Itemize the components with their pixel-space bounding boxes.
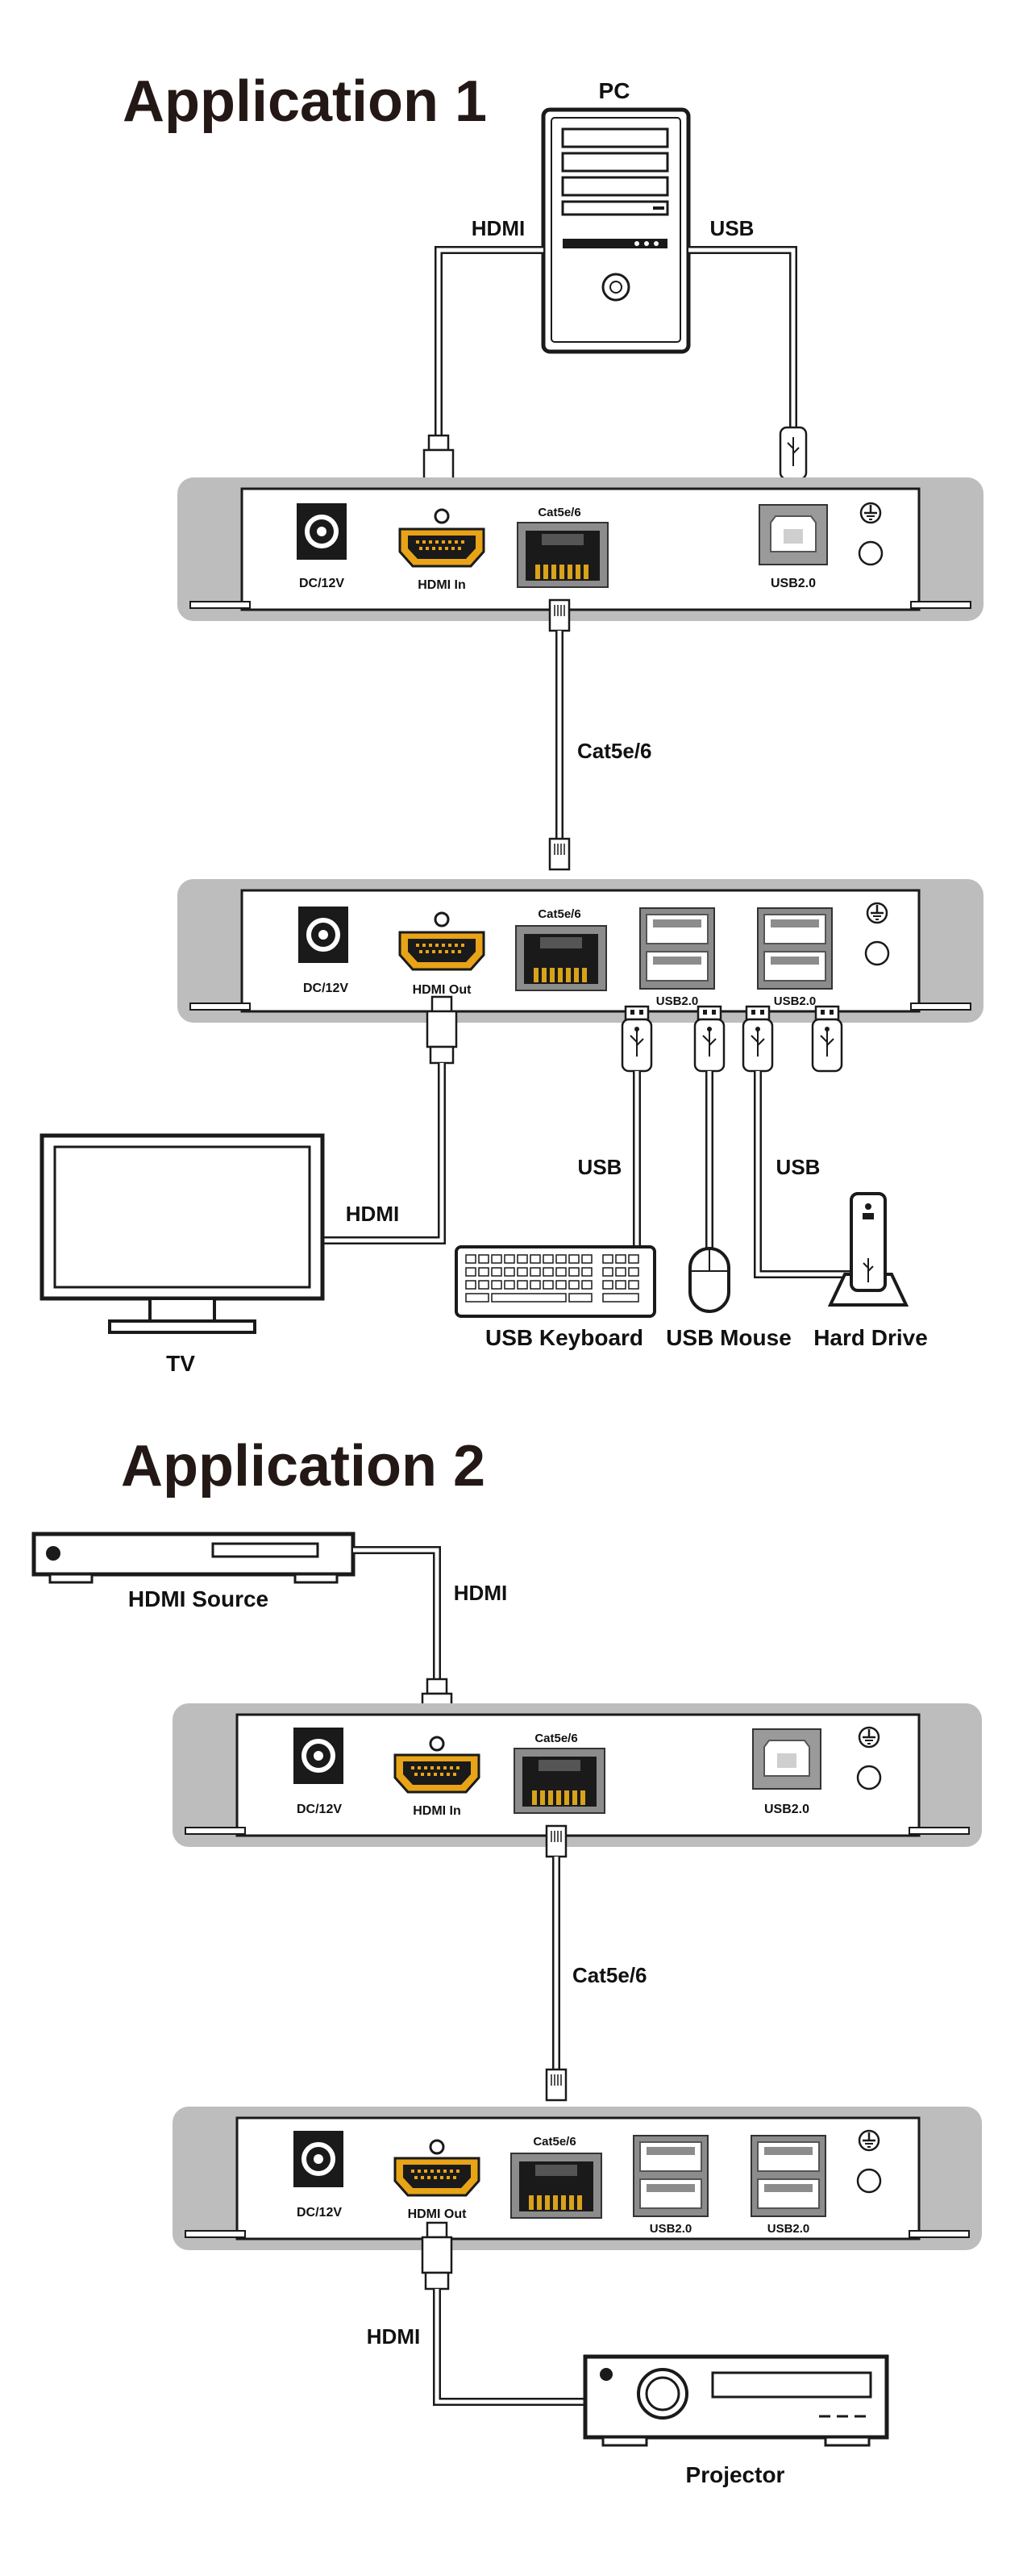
hdmi-source-label: HDMI Source (128, 1586, 268, 1611)
tv-label: TV (166, 1351, 195, 1376)
pc-icon (541, 107, 691, 354)
app2-tx-usb-label: USB2.0 (764, 1803, 809, 1816)
app1-receiver-panel (177, 879, 983, 1023)
usb-plug-keyboard (621, 1005, 653, 1073)
usb-b-port-icon (752, 1728, 821, 1790)
app1-tv-hdmi-label: HDMI (346, 1202, 399, 1226)
app1-hdmi-cable-tv (322, 1063, 446, 1244)
app2-tx-dc-label: DC/12V (297, 1803, 342, 1816)
hdmi-port-icon (393, 2157, 480, 2197)
hdmi-port-icon (398, 931, 485, 971)
keyboard-label: USB Keyboard (485, 1325, 643, 1350)
app2-hdmi-plug-rx (421, 2221, 453, 2290)
pc-label: PC (599, 78, 630, 103)
projector-icon (583, 2354, 889, 2447)
tv-icon (40, 1133, 325, 1334)
usb-a-port-icon (639, 907, 715, 990)
app1-tx-usb-label: USB2.0 (771, 577, 816, 590)
app1-rx-dc-label: DC/12V (303, 982, 348, 995)
usb-cable-drive (754, 1071, 855, 1278)
keyboard-icon (455, 1245, 656, 1318)
app2-rx-hdmi-label: HDMI Out (408, 2207, 468, 2221)
app2-rj45-plug-bottom (545, 2068, 568, 2102)
app2-hdmi-label: HDMI (454, 1581, 507, 1605)
rj45-port-icon (517, 522, 609, 588)
usb-plug-mouse (693, 1005, 726, 1073)
usb-a-port-icon (757, 907, 833, 990)
hdmi-port-icon (393, 1753, 480, 1794)
app2-rx-dc-label: DC/12V (297, 2206, 342, 2220)
app2-projector-hdmi-label: HDMI (367, 2324, 420, 2349)
app1-rx-hdmi-label: HDMI Out (413, 983, 472, 997)
hdmi-port-icon (398, 527, 485, 568)
app2-rx-usb1-label: USB2.0 (650, 2222, 692, 2236)
usb-a-port-icon (633, 2135, 709, 2217)
hard-drive-icon (827, 1192, 909, 1307)
projector-label: Projector (686, 2462, 785, 2487)
app1-tx-dc-label: DC/12V (299, 577, 344, 590)
rj45-port-icon (510, 2153, 602, 2219)
rj45-port-icon (514, 1748, 605, 1814)
dc-jack-icon (293, 2130, 344, 2188)
app2-rx-usb2-label: USB2.0 (767, 2222, 810, 2236)
app1-tx-cat-label: Cat5e/6 (538, 506, 580, 519)
app2-cat-label: Cat5e/6 (572, 1963, 647, 1987)
app1-tx-hdmi-label: HDMI In (418, 578, 466, 592)
app1-usb-left-label: USB (578, 1155, 622, 1179)
app2-tx-hdmi-label: HDMI In (413, 1804, 461, 1818)
hdmi-source-icon (31, 1532, 356, 1584)
dc-jack-icon (296, 502, 347, 561)
app2-rx-cat-label: Cat5e/6 (533, 2135, 576, 2149)
app2-tx-cat-label: Cat5e/6 (534, 1732, 577, 1745)
app1-rj45-plug-bottom (548, 837, 571, 871)
app1-hdmi-label: HDMI (472, 216, 525, 240)
app1-hdmi-plug-rx (426, 995, 458, 1065)
app1-cat-label: Cat5e/6 (577, 739, 652, 763)
app2-hdmi-cable-projector (433, 2289, 585, 2406)
app2-receiver-panel (173, 2107, 982, 2250)
usb-plug-drive (742, 1005, 774, 1073)
rj45-port-icon (515, 925, 607, 991)
dc-jack-icon (293, 1727, 344, 1785)
app2-rj45-plug-top (545, 1824, 568, 1858)
app1-usb-cable-pc (688, 246, 797, 427)
app1-transmitter-panel (177, 477, 983, 621)
app1-rx-usb2-label: USB2.0 (774, 994, 817, 1008)
usb-b-port-icon (759, 504, 828, 565)
app2-transmitter-panel (173, 1703, 982, 1847)
app1-rx-cat-label: Cat5e/6 (538, 907, 580, 921)
usb-plug-spare (811, 1005, 843, 1073)
app1-rj45-plug-top (548, 598, 571, 632)
mouse-label: USB Mouse (666, 1325, 792, 1350)
app1-rx-usb1-label: USB2.0 (656, 994, 699, 1008)
app1-title: Application 1 (123, 69, 487, 134)
dc-jack-icon (297, 906, 349, 964)
app1-usb-right-label: USB (776, 1155, 821, 1179)
app2-title: Application 2 (121, 1434, 485, 1498)
mouse-icon (688, 1247, 730, 1313)
app1-usb-label: USB (710, 216, 755, 240)
usb-a-port-icon (751, 2135, 826, 2217)
app1-hdmi-cable-pc (435, 246, 543, 436)
app2-hdmi-cable-source (353, 1546, 441, 1679)
drive-label: Hard Drive (813, 1325, 928, 1350)
